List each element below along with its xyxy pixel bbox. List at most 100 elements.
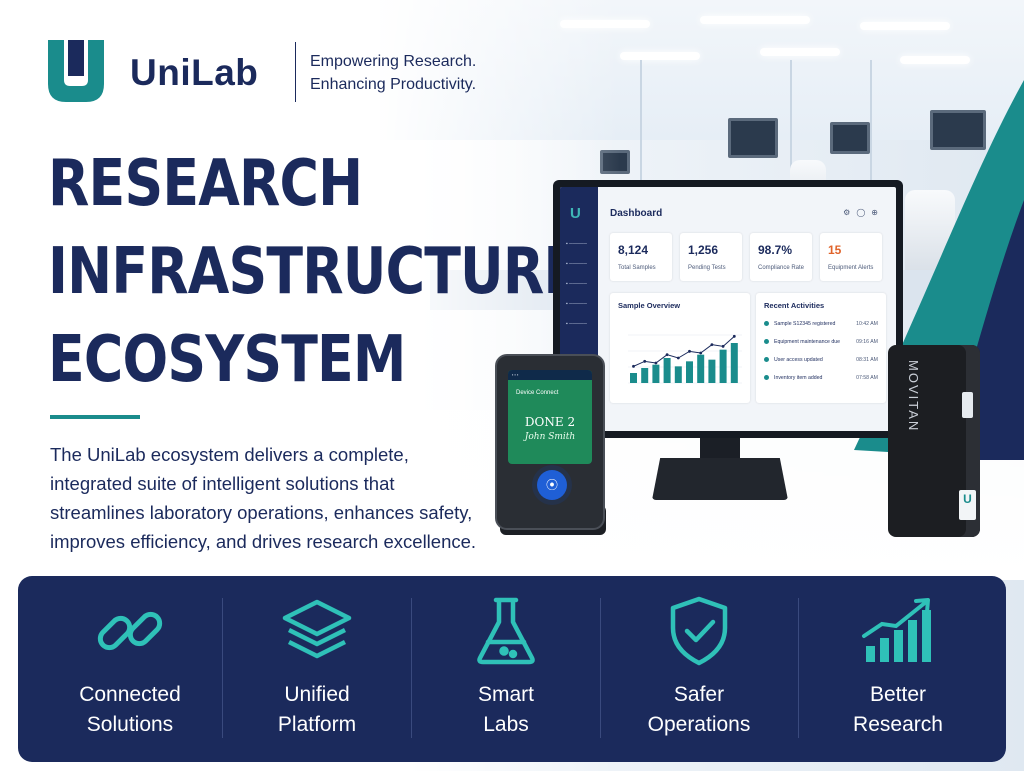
headline-line-3: ECOSYSTEM	[48, 323, 406, 397]
kpi-card[interactable]: 98.7%Compliance Rate	[750, 233, 812, 281]
feature-label: Better Research	[798, 680, 998, 740]
activity-time: 08:31 AM	[856, 357, 878, 363]
activity-item[interactable]: Equipment maintenance due	[764, 339, 840, 345]
feature-label-line-2: Platform	[277, 713, 357, 736]
feature-label-line-2: Labs	[483, 713, 529, 736]
feature-label-line-2: Solutions	[86, 713, 174, 736]
handheld-status-bar: ▪ ▪ ▪	[508, 370, 592, 380]
chart-point	[643, 359, 647, 363]
bell-icon[interactable]: ◯	[856, 208, 872, 217]
feature-divider	[600, 598, 601, 738]
sidebar-item[interactable]: ▪ ─────	[566, 301, 587, 307]
growth-chart-icon	[862, 598, 931, 662]
activity-time: 07:58 AM	[856, 375, 878, 381]
activity-text: User access updated	[774, 357, 823, 363]
feature-smart-labs: Smart Labs	[411, 576, 601, 762]
headline-line-2: INFRASTRUCTURE	[48, 235, 580, 309]
device-label: MOVITAN	[906, 360, 921, 433]
dashboard-header-icons: ⚙◯⊕	[843, 208, 884, 217]
flask-icon	[477, 597, 535, 665]
handheld-scanner: ▪ ▪ ▪ Device Connect DONE 2 John Smith ⦿	[495, 354, 605, 530]
feature-label: Safer Operations	[600, 680, 798, 740]
sidebar-item[interactable]: ▪ ─────	[566, 261, 587, 267]
chart-title: Sample Overview	[618, 301, 681, 310]
desktop-monitor: U ▪ ───── ▪ ───── ▪ ───── ▪ ───── ▪ ────…	[553, 180, 903, 438]
chart-bar	[730, 343, 738, 383]
chart-point	[676, 356, 680, 360]
sidebar-logo-icon: U	[570, 205, 581, 222]
tagline-line-2: Enhancing Productivity.	[310, 76, 477, 93]
chart-line	[633, 335, 735, 367]
link-icon	[97, 611, 163, 651]
kpi-value: 8,124	[618, 243, 649, 257]
header-divider	[295, 42, 296, 102]
feature-label-line-1: Safer	[673, 683, 725, 706]
feature-label: Smart Labs	[411, 680, 601, 740]
chart-bar	[641, 368, 649, 383]
chart-bar	[674, 366, 682, 383]
accent-bar	[50, 415, 140, 419]
activity-dot-icon	[764, 339, 769, 345]
chart-bar	[652, 364, 660, 383]
kpi-value: 98.7%	[758, 243, 793, 257]
activity-item[interactable]: Sample S12345 registered	[764, 321, 835, 327]
wireless-icon[interactable]: ⦿	[537, 470, 567, 500]
device-logo-sticker: U	[959, 490, 976, 520]
feature-better-research: Better Research	[798, 576, 998, 762]
sample-overview-panel: Sample Overview	[610, 293, 750, 403]
recent-activities-panel: Recent Activities Sample S12345 register…	[756, 293, 886, 403]
chart-point	[721, 344, 725, 348]
kpi-value: 1,256	[688, 243, 719, 257]
settings-icon[interactable]: ⚙	[843, 208, 857, 217]
intro-paragraph: The UniLab ecosystem delivers a complete…	[50, 444, 477, 552]
monitor-stand-base	[652, 458, 788, 500]
chart-point	[688, 349, 691, 353]
tagline-line-1: Empowering Research.	[310, 53, 477, 70]
activities-title: Recent Activities	[764, 301, 825, 310]
device-port	[962, 392, 973, 418]
feature-unified-platform: Unified Platform	[222, 576, 412, 762]
sample-overview-chart	[628, 334, 742, 384]
feature-divider	[411, 598, 412, 738]
feature-label-line-1: Unified	[284, 683, 350, 706]
activity-item[interactable]: User access updated	[764, 357, 823, 363]
feature-divider	[798, 598, 799, 738]
shield-check-icon	[670, 596, 728, 666]
chart-point	[654, 361, 658, 365]
brand-tagline: Empowering Research. Enhancing Productiv…	[310, 50, 476, 96]
activity-text: Inventory item added	[774, 375, 823, 381]
feature-safer-operations: Safer Operations	[600, 576, 798, 762]
chart-bar	[686, 361, 693, 383]
chart-bar	[719, 349, 727, 383]
feature-label: Connected Solutions	[30, 680, 230, 740]
page-headline: RESEARCH INFRASTRUCTURE ECOSYSTEM	[48, 140, 580, 404]
feature-label-line-2: Research	[853, 713, 943, 736]
handheld-user-name: John Smith	[524, 432, 576, 442]
handheld-header: Device Connect	[516, 390, 559, 396]
chart-bar	[708, 359, 716, 383]
feature-label-line-1: Connected	[79, 683, 181, 706]
activity-text: Equipment maintenance due	[774, 339, 841, 345]
activity-dot-icon	[764, 375, 769, 381]
feature-connected-solutions: Connected Solutions	[30, 576, 230, 762]
activity-item[interactable]: Inventory item added	[764, 375, 822, 381]
sidebar-item[interactable]: ▪ ─────	[566, 241, 587, 247]
feature-label-line-2: Operations	[647, 713, 751, 736]
brand-name: UniLab	[130, 52, 259, 93]
layers-icon	[282, 599, 352, 659]
chart-bar	[630, 373, 637, 383]
activity-time: 09:16 AM	[856, 339, 878, 345]
sidebar-item[interactable]: ▪ ─────	[566, 321, 587, 327]
chart-point	[710, 343, 714, 347]
chart-point	[665, 353, 669, 357]
kpi-label: Equipment Alerts	[828, 265, 874, 271]
dashboard-title: Dashboard	[610, 208, 663, 219]
activity-dot-icon	[764, 321, 769, 327]
feature-label-line-1: Better	[869, 683, 927, 706]
sidebar-item[interactable]: ▪ ─────	[566, 281, 587, 287]
feature-divider	[222, 598, 223, 738]
plus-icon[interactable]: ⊕	[871, 208, 884, 217]
